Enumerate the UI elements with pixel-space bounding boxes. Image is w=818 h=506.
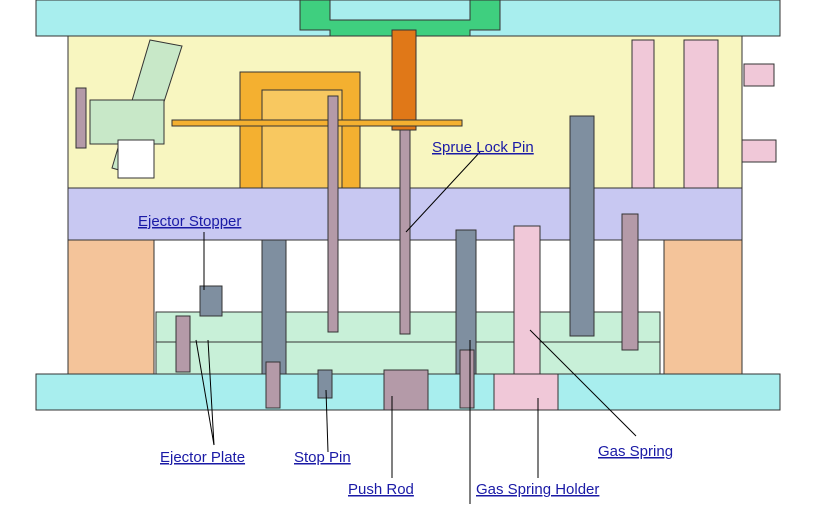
label-push-rod: Push Rod xyxy=(348,481,414,498)
leader-lines xyxy=(195,151,637,504)
spacer-block-right xyxy=(663,239,743,375)
sprue xyxy=(391,29,417,131)
gas-spring-holder xyxy=(493,373,559,411)
sprue-lock-pin xyxy=(399,129,411,335)
runner-channel xyxy=(171,119,463,127)
label-ejector-stopper: Ejector Stopper xyxy=(138,213,241,230)
ejector-pin xyxy=(327,95,339,333)
label-gas-spring-holder: Gas Spring Holder xyxy=(476,481,599,498)
stop-pin xyxy=(317,369,333,399)
ejector-plate xyxy=(155,341,661,375)
label-ejector-plate: Ejector Plate xyxy=(160,449,245,466)
right-cylinder xyxy=(683,39,719,189)
push-rod xyxy=(383,369,429,411)
label-stop-pin: Stop Pin xyxy=(294,449,351,466)
ejector-stopper xyxy=(199,285,223,317)
label-sprue-lock-pin: Sprue Lock Pin xyxy=(432,139,534,156)
support-pillar xyxy=(261,239,287,375)
sprue-bushing-frame xyxy=(299,0,501,37)
label-gas-spring: Gas Spring xyxy=(598,443,673,460)
spacer-block-left xyxy=(67,239,155,375)
support-pillar xyxy=(569,115,595,337)
gas-spring xyxy=(513,225,541,377)
left-valve-block xyxy=(89,99,165,145)
